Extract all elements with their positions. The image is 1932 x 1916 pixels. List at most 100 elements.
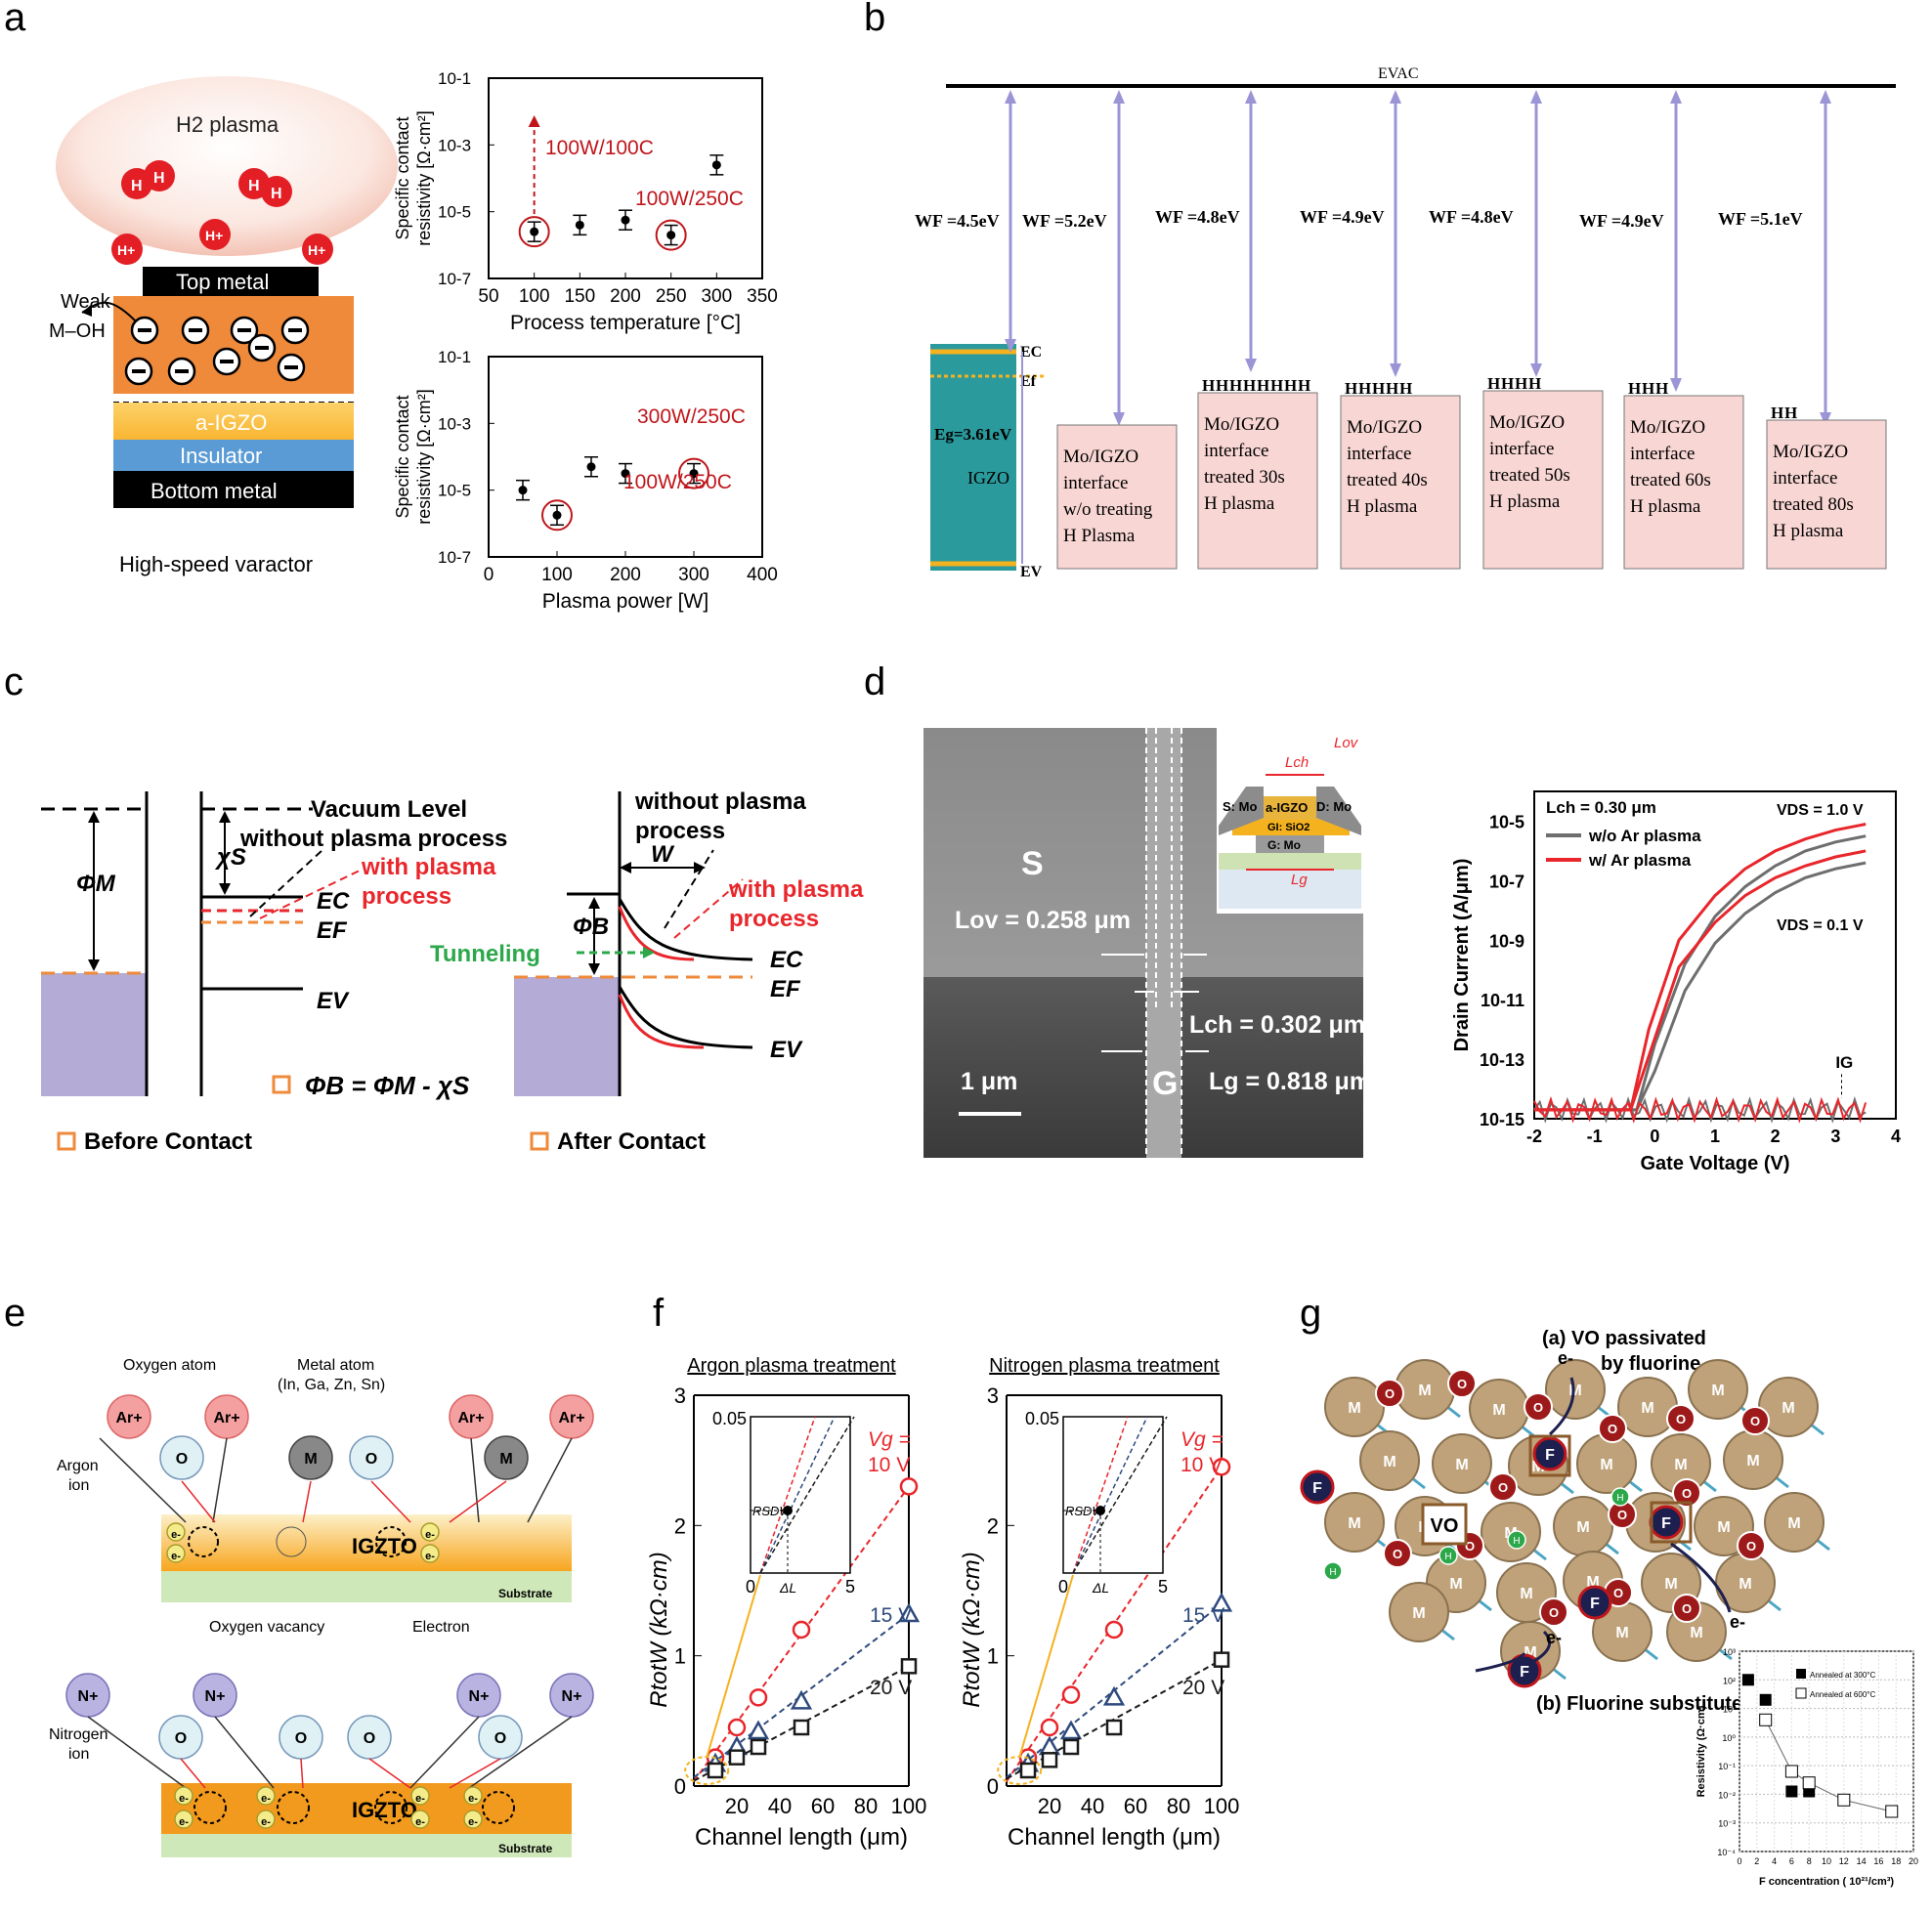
data-point [1038, 1735, 1061, 1756]
chi-s-label: χS [214, 844, 246, 871]
vds-high-curve [1534, 834, 1867, 1112]
svg-text:Mo/IGZO: Mo/IGZO [1063, 447, 1138, 467]
svg-text:F: F [1545, 1447, 1555, 1464]
oxygen-vacancy [188, 1526, 219, 1557]
plot-frame [488, 356, 763, 558]
inset-aigzo-label: a-IGZO [1266, 800, 1308, 815]
evac-label: EVAC [1378, 65, 1419, 82]
svg-text:O: O [1385, 1386, 1395, 1401]
electron-label: e- [1558, 1348, 1573, 1368]
inset-dl-label: ΔL [1092, 1580, 1109, 1596]
svg-text:Substrate: Substrate [498, 1587, 553, 1600]
wf-arrowhead [1005, 339, 1016, 353]
vg-label: Vg = [868, 1428, 911, 1451]
ion-trajectory [468, 1716, 573, 1789]
wf-arrowhead [1530, 363, 1542, 377]
hydrogen-atom: H [1323, 1561, 1343, 1581]
oxygen-atom: O [1737, 1531, 1766, 1560]
inset-y-tick: 0.05 [712, 1409, 747, 1428]
x-tick-label: 16 [1873, 1856, 1883, 1866]
svg-text:e-: e- [468, 1816, 478, 1828]
x-tick-label: 60 [811, 1794, 835, 1818]
y-tick-label: 10-11 [1481, 991, 1524, 1010]
metal-atom: M [288, 1435, 333, 1480]
data-point [792, 1620, 811, 1639]
ef-label-after: EF [770, 976, 801, 1002]
svg-text:H plasma: H plasma [1204, 493, 1275, 514]
y-axis-label: Specific contact [393, 116, 412, 239]
highlight-circle [541, 499, 573, 532]
y-tick-label: 10⁻³ [1718, 1819, 1736, 1829]
data-point [1210, 1592, 1233, 1612]
y-axis-label: RtotW (kΩ·cm) [646, 1552, 672, 1708]
source-label: S [1021, 845, 1044, 882]
svg-text:H plasma: H plasma [1630, 496, 1701, 517]
electron: e- [410, 1786, 430, 1806]
data-point [1105, 1719, 1123, 1736]
annotation: 300W/250C [637, 405, 746, 428]
x-tick-label: 250 [656, 286, 687, 307]
y-tick-label: 0 [987, 1774, 999, 1799]
fluorine-atom: F [1649, 1505, 1684, 1540]
x-axis-label: Channel length (μm) [695, 1824, 908, 1851]
y-tick-label: 1 [987, 1644, 999, 1669]
m-oh-label: M–OH [49, 320, 106, 342]
oxygen-atom: O [478, 1715, 523, 1760]
plasma-label: H2 plasma [176, 112, 279, 137]
x-tick-label: 300 [701, 286, 732, 307]
annotation-arrowhead [528, 115, 540, 127]
svg-text:treated 80s: treated 80s [1773, 494, 1854, 515]
y-tick-label: 10-9 [1489, 931, 1524, 951]
svg-text:e-: e- [425, 1529, 435, 1541]
svg-text:interface: interface [1773, 468, 1837, 489]
oxygen-atom: O [1447, 1369, 1477, 1398]
sputter-trajectory [180, 1758, 206, 1789]
x-axis-label: Process temperature [°C] [510, 312, 741, 334]
x-tick-label: 14 [1857, 1856, 1867, 1866]
electron: e- [174, 1810, 193, 1829]
svg-text:M: M [1520, 1586, 1532, 1602]
svg-text:O: O [1746, 1539, 1756, 1554]
legend-label: Annealed at 600°C [1810, 1690, 1875, 1699]
metal-atom: M [1359, 1430, 1420, 1491]
lov-label: Lov = 0.258 μm [955, 907, 1131, 934]
electron-label: e- [1730, 1612, 1745, 1632]
ev-label-before: EV [317, 988, 350, 1014]
electron-label: Electron [412, 1619, 470, 1636]
svg-text:Mo/IGZO: Mo/IGZO [1204, 414, 1279, 435]
nitrogen-ion: N+ [456, 1673, 501, 1718]
nitrogen-ion: N+ [193, 1673, 237, 1718]
svg-text:H+: H+ [308, 242, 325, 258]
x-tick-label: -1 [1587, 1127, 1603, 1146]
metal-atom: M [1324, 1492, 1385, 1553]
gate-label: G [1152, 1065, 1178, 1102]
x-tick-label: 350 [747, 286, 778, 307]
work-function-label: WF =5.2eV [1022, 211, 1107, 231]
svg-text:H Plasma: H Plasma [1063, 526, 1136, 546]
hydrogen-marker: H [1358, 379, 1371, 398]
data-point [749, 1688, 768, 1707]
electron: e- [410, 1810, 430, 1829]
svg-text:M: M [1782, 1400, 1794, 1417]
svg-text:F: F [1312, 1480, 1322, 1497]
y-axis-label: Specific contact [393, 395, 412, 518]
wf-arrowhead [1670, 90, 1682, 104]
svg-text:treated 50s: treated 50s [1489, 465, 1570, 486]
vacuum-level-label: Vacuum Level [311, 796, 467, 823]
svg-text:H plasma: H plasma [1489, 491, 1561, 512]
insulator-layer [113, 440, 354, 471]
bottom-metal-layer [113, 471, 354, 508]
svg-text:Substrate: Substrate [498, 1842, 553, 1855]
data-point-600c [1759, 1713, 1773, 1726]
svg-text:process: process [635, 818, 725, 844]
svg-text:e-: e- [468, 1793, 478, 1805]
wf-arrowhead [1820, 90, 1831, 104]
svg-text:by fluorine: by fluorine [1601, 1353, 1700, 1375]
ec-label: EC [1020, 344, 1042, 361]
wf-arrowhead [1245, 359, 1257, 372]
after-contact-label: After Contact [557, 1128, 706, 1155]
